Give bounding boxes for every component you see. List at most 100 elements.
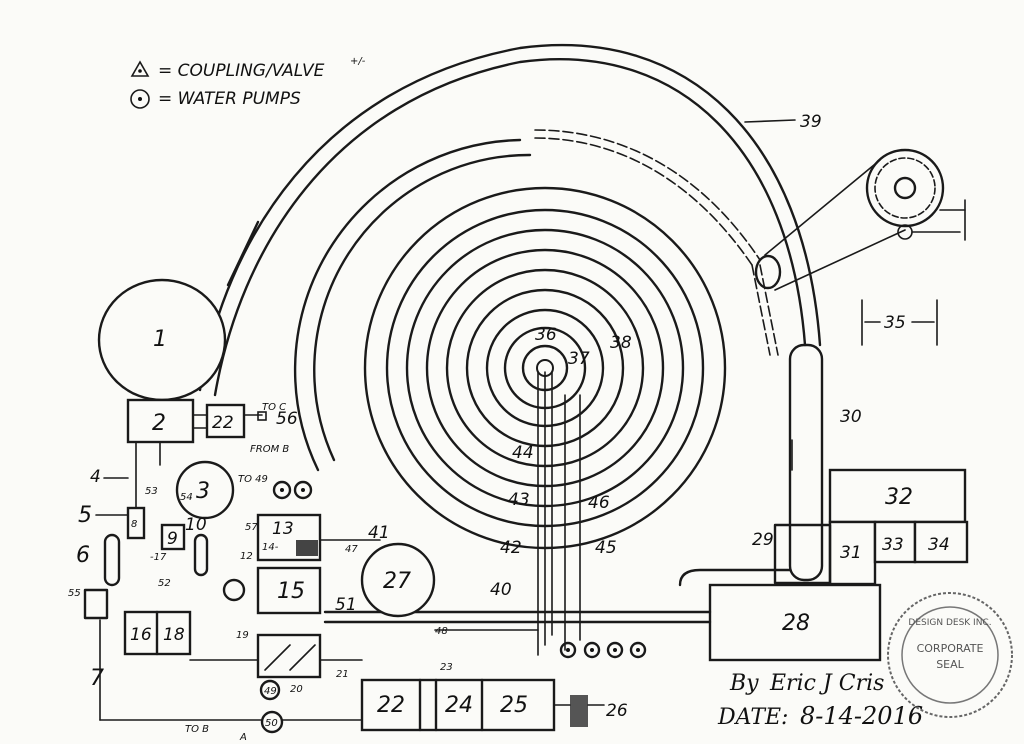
note-to-c: TO C <box>262 402 286 413</box>
legend: = COUPLING/VALVE +/- = WATER PUMPS <box>130 56 366 109</box>
label-31: 31 <box>840 543 862 563</box>
label-51: 51 <box>335 595 357 615</box>
leader-39 <box>744 119 796 123</box>
legend-pump-text: = WATER PUMPS <box>158 89 301 109</box>
box-22-24-25 <box>360 678 556 732</box>
drive-wheel <box>754 254 782 290</box>
seal-line-2: CORPORATE <box>917 642 984 655</box>
label-16: 16 <box>130 625 152 645</box>
label-41: 41 <box>368 523 390 543</box>
label-9: 9 <box>167 529 178 549</box>
sig-name: Eric J Cris <box>769 671 884 696</box>
box-22-top <box>205 403 246 439</box>
seal-line-1: DESIGN DESK INC. <box>908 618 991 628</box>
coil-leads <box>434 371 581 656</box>
label-25: 25 <box>500 693 528 718</box>
box-2 <box>126 398 195 444</box>
valve-55 <box>83 588 109 620</box>
box-15 <box>256 566 322 615</box>
label-39: 39 <box>800 112 822 132</box>
meter-50 <box>260 710 284 734</box>
label-32: 32 <box>885 485 913 510</box>
label-52: 52 <box>158 578 171 589</box>
label-20: 20 <box>290 684 303 695</box>
label-50: 50 <box>265 718 278 729</box>
cylinder-6 <box>103 533 121 587</box>
flow-arrow-1 <box>226 220 260 287</box>
label-10: 10 <box>185 515 207 535</box>
label-46: 46 <box>588 493 610 513</box>
label-13: 13 <box>272 519 294 539</box>
coil-outer-left <box>293 138 522 472</box>
water-pump-icon <box>130 89 150 109</box>
box-13 <box>256 513 322 562</box>
label-27: 27 <box>383 569 411 594</box>
label-23: 23 <box>440 662 453 673</box>
coupling-dot-icon <box>138 69 142 73</box>
label-53: 53 <box>145 486 158 497</box>
coupling-valve-icon <box>130 60 150 77</box>
note-to-b: TO B <box>185 724 209 735</box>
label-57: 57 <box>245 522 258 533</box>
label-55: 55 <box>68 588 81 599</box>
label-34: 34 <box>928 535 950 555</box>
label-8: 8 <box>131 519 137 530</box>
label-7: 7 <box>90 666 104 691</box>
label-12: 12 <box>240 551 253 562</box>
legend-coupling-suffix: +/- <box>350 56 366 67</box>
label-3: 3 <box>196 479 210 504</box>
sig-date-label: DATE: <box>717 705 788 730</box>
label-15: 15 <box>277 579 305 604</box>
coil-outer-left-b <box>313 153 532 462</box>
battery-26-icon <box>570 695 588 727</box>
label-18: 18 <box>163 625 185 645</box>
wiring <box>99 441 605 721</box>
label-17: -17 <box>150 552 167 563</box>
label-49: 49 <box>264 686 277 697</box>
label-30: 30 <box>840 407 862 427</box>
label-38: 38 <box>610 333 632 353</box>
cylinder-10 <box>193 533 209 577</box>
outer-arc-39 <box>213 58 807 397</box>
pump-row-bottom <box>559 641 647 659</box>
label-35: 35 <box>884 313 906 333</box>
label-40: 40 <box>490 580 512 600</box>
label-45: 45 <box>595 538 617 558</box>
label-22b: 22 <box>377 693 405 718</box>
pump-small <box>222 578 246 602</box>
pump-pair-top <box>272 480 313 500</box>
signature-block: By Eric J Cris DATE: 8-14-2016 <box>717 671 923 730</box>
label-24: 24 <box>445 693 473 718</box>
tube-30 <box>788 343 824 582</box>
note-to-49: TO 49 <box>238 474 268 485</box>
label-47: 47 <box>345 544 358 555</box>
label-42: 42 <box>500 538 522 558</box>
sprocket-wheel <box>764 148 966 291</box>
label-56: 56 <box>276 409 298 429</box>
box-29 <box>773 523 832 585</box>
corporate-seal: DESIGN DESK INC. CORPORATE SEAL <box>887 592 1013 718</box>
label-2: 2 <box>152 411 166 436</box>
switch-19 <box>256 633 322 679</box>
label-28: 28 <box>782 611 810 636</box>
sig-by: By <box>729 671 759 696</box>
label-33: 33 <box>882 535 904 555</box>
label-54: 54 <box>180 492 193 503</box>
spiral-coil-38 <box>293 138 727 550</box>
pipe-28-top <box>678 568 792 587</box>
seal-line-3: SEAL <box>936 658 964 671</box>
note-a: A <box>239 732 247 743</box>
box-28 <box>708 583 882 662</box>
meter-49 <box>259 679 281 701</box>
sig-date-value: 8-14-2016 <box>800 702 923 730</box>
label-48: 48 <box>435 626 448 637</box>
label-26: 26 <box>606 701 628 721</box>
chain-links <box>534 129 779 356</box>
pump-3 <box>175 460 235 520</box>
label-36: 36 <box>535 325 557 345</box>
outer-arc-39-b <box>198 43 822 392</box>
label-6: 6 <box>76 543 90 568</box>
box-9 <box>160 523 186 551</box>
